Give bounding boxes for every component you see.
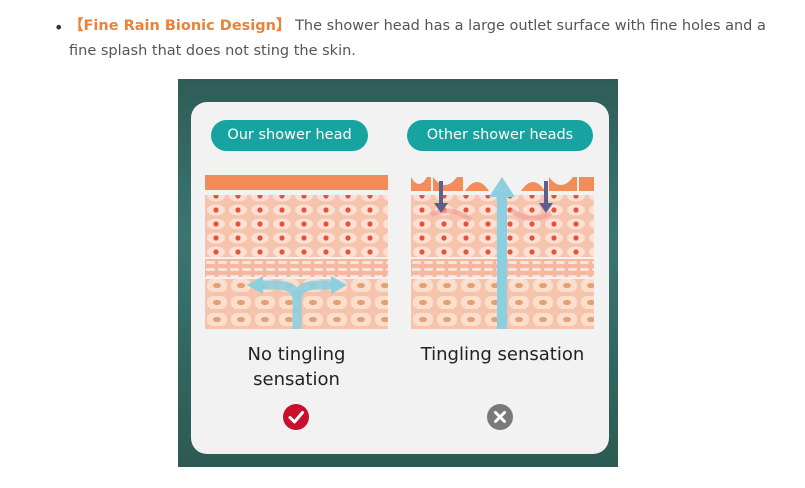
bullet-description: The shower head has a large outlet surfa… [69, 18, 766, 59]
bullet-title: 【Fine Rain Bionic Design】 [69, 18, 291, 34]
comparison-panel: Our shower head Other shower heads [191, 102, 609, 454]
skin-diagram-ours [205, 175, 388, 329]
check-circle-icon [283, 404, 309, 430]
other-shower-heads-label: Other shower heads [407, 120, 593, 151]
x-circle-icon [487, 404, 513, 430]
caption-no-tingling: No tingling sensation [247, 344, 346, 390]
bullet-text: 【Fine Rain Bionic Design】 The shower hea… [69, 14, 774, 64]
skin-diagram-others [411, 177, 594, 329]
feature-bullet: • 【Fine Rain Bionic Design】 The shower h… [54, 14, 774, 64]
our-shower-head-label: Our shower head [211, 120, 368, 151]
bullet-dot: • [54, 18, 64, 37]
caption-tingling: Tingling sensation [420, 344, 585, 365]
comparison-image: Our shower head Other shower heads [178, 79, 618, 467]
